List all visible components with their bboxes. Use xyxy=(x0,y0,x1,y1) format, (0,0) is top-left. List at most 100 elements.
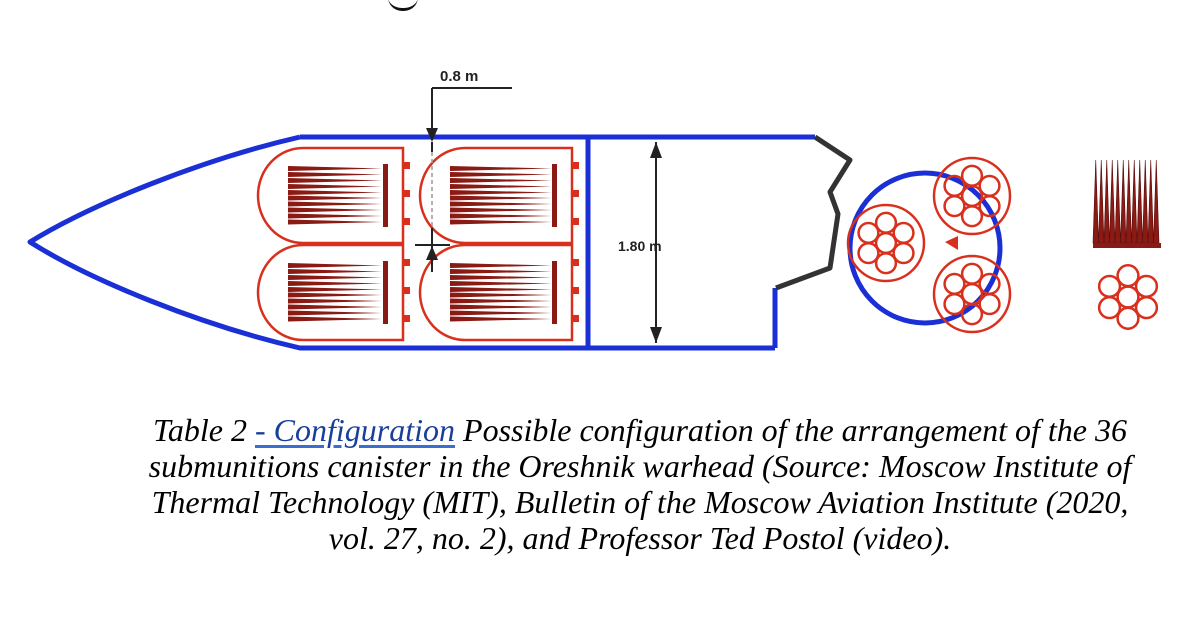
submunition-cone xyxy=(288,304,383,310)
submunition-cone xyxy=(288,275,383,280)
canister xyxy=(256,243,410,342)
submunition-end-view xyxy=(1097,264,1159,330)
canister-outline xyxy=(256,243,405,342)
submunition-cone xyxy=(450,172,552,177)
submunition-end-circle xyxy=(1116,306,1140,330)
submunition-cone xyxy=(1142,159,1149,244)
submunition-end-circle xyxy=(1134,274,1159,298)
submunition-end-circle xyxy=(874,211,898,234)
canister-bolt xyxy=(572,162,579,169)
cross-section-outer-ring xyxy=(847,170,1003,326)
submunition-end-circle xyxy=(857,221,880,245)
submunition-end-circle xyxy=(960,164,984,187)
caption-configuration-link[interactable]: - Configuration xyxy=(255,412,456,448)
canister xyxy=(418,243,579,342)
canister-cross-section xyxy=(932,254,1012,334)
submunition-end-circle xyxy=(1116,264,1140,288)
submunition-cone xyxy=(450,269,552,274)
submunition-base xyxy=(552,261,557,324)
submunition-cone xyxy=(450,207,552,213)
submunition-cone xyxy=(1092,159,1099,244)
submunition-cone xyxy=(288,219,383,225)
submunition-cone xyxy=(288,178,383,183)
diameter-dimension: 1.80 m xyxy=(618,142,662,343)
submunition-base xyxy=(383,261,388,324)
submunition-cone xyxy=(450,201,552,207)
submunition-cone xyxy=(450,316,552,322)
submunition-end-circle xyxy=(857,241,880,265)
canister-group xyxy=(256,146,579,342)
submunition-end-circle xyxy=(960,205,984,228)
submunition-cone xyxy=(450,304,552,310)
submunition-side-base xyxy=(1093,243,1161,248)
submunition-cone xyxy=(288,213,383,219)
canister-ring xyxy=(932,254,1012,334)
submunition-end-circle xyxy=(874,252,898,275)
canister-outline xyxy=(256,146,405,245)
submunition-bank xyxy=(450,164,557,227)
canister-bolt xyxy=(572,315,579,322)
submunition-end-circle xyxy=(960,262,984,285)
submunition-cone xyxy=(450,310,552,316)
warhead-diagram: 0.8 m 1.80 m xyxy=(27,68,1161,351)
figure-caption: Table 2 - Configuration Possible configu… xyxy=(130,412,1150,556)
canister-outline xyxy=(418,146,574,245)
submunition-cone xyxy=(288,287,383,292)
rear-break-line xyxy=(775,134,853,291)
warhead-hull-outline xyxy=(27,134,775,351)
cropped-text-fragment xyxy=(388,0,418,11)
submunition-cone xyxy=(288,184,383,189)
submunition-cone xyxy=(1114,159,1121,244)
submunition-base xyxy=(383,164,388,227)
submunition-cone xyxy=(1109,159,1116,244)
submunition-cone xyxy=(288,207,383,213)
canister-cross-section xyxy=(846,203,926,283)
warhead-cross-section xyxy=(846,156,1012,334)
submunition-end-circle xyxy=(892,221,915,245)
submunition-cluster xyxy=(1092,159,1116,244)
submunition-end-circle xyxy=(1116,285,1140,309)
submunition-cone xyxy=(1153,159,1160,244)
submunition-cone xyxy=(1136,159,1143,244)
caption-prefix: Table 2 xyxy=(153,412,247,448)
caption-text: Possible configuration of the arrangemen… xyxy=(148,412,1132,556)
submunition-bank xyxy=(450,261,557,324)
gap-dimension: 0.8 m xyxy=(415,68,512,272)
submunition-cone xyxy=(288,298,383,304)
submunition-bank xyxy=(288,261,388,324)
canister-bolt xyxy=(403,162,410,169)
submunition-cone xyxy=(288,263,383,268)
submunition-end-circle xyxy=(960,303,984,326)
submunition-end-circle xyxy=(1097,274,1122,298)
submunition-end-circle xyxy=(1134,296,1159,320)
submunition-cone xyxy=(288,269,383,274)
canister-ring xyxy=(932,156,1012,236)
canister-bolt xyxy=(403,287,410,294)
submunition-bank xyxy=(288,164,388,227)
submunition-cone xyxy=(288,195,383,201)
submunition-end-circle xyxy=(1097,296,1122,320)
submunition-cone xyxy=(450,298,552,304)
submunition-side-view xyxy=(1092,159,1160,244)
submunition-cone xyxy=(1147,159,1154,244)
canister-bolt xyxy=(572,287,579,294)
submunition-cone xyxy=(450,275,552,280)
submunition-cone xyxy=(450,287,552,292)
canister-bolt xyxy=(572,190,579,197)
canister-bolt xyxy=(403,190,410,197)
submunition-cluster xyxy=(1136,159,1160,244)
submunition-cone xyxy=(288,166,383,171)
submunition-cone xyxy=(288,190,383,195)
submunition-cone xyxy=(450,219,552,225)
submunition-cone xyxy=(1120,159,1127,244)
submunition-cone xyxy=(288,316,383,322)
submunition-end-circle xyxy=(943,194,966,218)
submunition-cone xyxy=(1131,159,1138,244)
submunition-cone xyxy=(450,184,552,189)
submunition-end-circle xyxy=(943,272,966,296)
submunition-cluster xyxy=(1114,159,1138,244)
submunition-cone xyxy=(450,178,552,183)
submunition-base xyxy=(552,164,557,227)
diameter-dimension-label: 1.80 m xyxy=(618,238,662,254)
cross-section-center-mark xyxy=(945,236,958,250)
